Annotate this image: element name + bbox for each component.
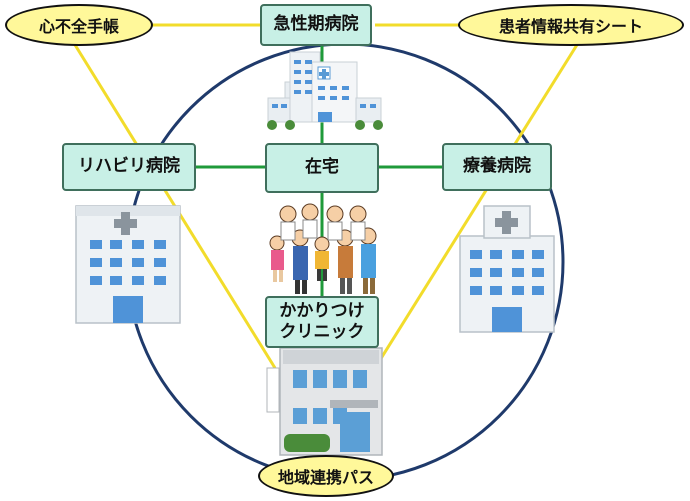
regional-pathway-label: 地域連携パス	[258, 455, 394, 497]
people-group-icon	[269, 203, 377, 294]
hospital-right-icon	[459, 205, 555, 333]
clinic-building-icon	[266, 347, 383, 456]
clinic-box: かかりつけ クリニック	[265, 296, 379, 348]
heart-failure-notebook-label: 心不全手帳	[5, 4, 153, 46]
rehab-hospital-box: リハビリ病院	[62, 143, 196, 191]
patient-info-sheet-text: 患者情報共有シート	[498, 17, 643, 36]
clinic-text-line2: クリニック	[279, 322, 365, 342]
hospital-left-icon	[75, 205, 181, 324]
acute-hospital-box: 急性期病院	[260, 4, 372, 46]
care-hospital-text: 療養病院	[463, 156, 531, 177]
acute-hospital-text: 急性期病院	[273, 14, 359, 35]
patient-info-sheet-label: 患者情報共有シート	[458, 4, 684, 46]
home-text: 在宅	[305, 157, 339, 178]
clinic-text-line1: かかりつけ	[279, 300, 365, 321]
care-hospital-box: 療養病院	[442, 143, 552, 191]
heart-failure-notebook-text: 心不全手帳	[38, 17, 119, 36]
hospital-building-icon	[267, 51, 383, 130]
rehab-hospital-text: リハビリ病院	[78, 156, 180, 177]
regional-pathway-text: 地域連携パス	[277, 468, 374, 487]
yellow-links	[70, 23, 582, 369]
home-box: 在宅	[265, 143, 379, 193]
